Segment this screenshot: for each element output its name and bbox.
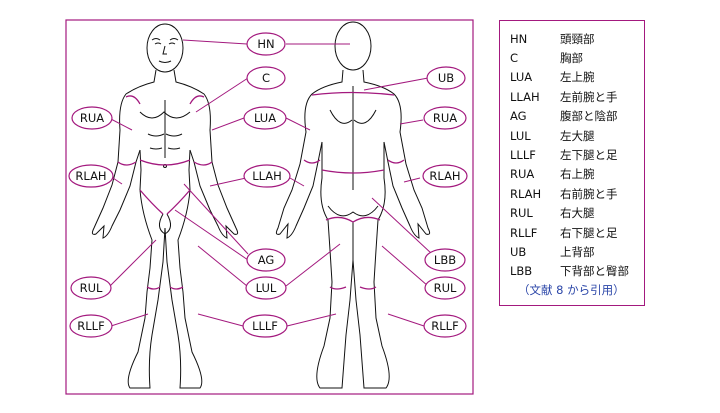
label-oval-rul [70, 276, 112, 300]
legend-row: RLAH 右前腕と手 [510, 184, 644, 203]
legend-code: LUL [510, 128, 531, 143]
label-rlah-back: RLAH [429, 169, 460, 183]
legend-name: 右大腿 [560, 206, 595, 221]
legend-row: C 胸部 [510, 48, 644, 67]
legend-name: 左大腿 [560, 128, 595, 143]
label-oval-lbb [424, 248, 466, 272]
legend-code: LLAH [510, 89, 540, 104]
legend-name: 右前腕と手 [560, 186, 618, 201]
label-lua: LUA [254, 111, 276, 125]
back-region-lines [303, 91, 405, 290]
label-hn: HN [257, 37, 274, 51]
legend-row: AG 腹部と陰部 [510, 107, 644, 126]
label-rul-back: RUL [434, 281, 457, 295]
label-rlah: RLAH [75, 169, 106, 183]
label-rua-back: RUA [433, 111, 457, 125]
legend-code: HN [510, 31, 528, 46]
region-labels: HN C RUA LUA RLAH LLAH AG RUL LUL RLLF L… [68, 32, 468, 338]
label-oval-rul-back [424, 276, 466, 300]
label-lul: LUL [256, 281, 277, 295]
figure-frame [65, 19, 474, 395]
legend-row: LUA 左上腕 [510, 68, 644, 87]
label-c: C [262, 71, 270, 85]
label-oval-rlah [68, 164, 114, 188]
legend-row: UB 上背部 [510, 242, 644, 261]
label-lbb: LBB [434, 253, 456, 267]
label-oval-ub [426, 66, 466, 90]
legend-code: RUL [510, 206, 533, 221]
legend-code: LUA [510, 70, 533, 85]
legend-row: RLLF 右下腿と足 [510, 223, 644, 242]
legend-code: RLAH [510, 186, 542, 201]
label-llah: LLAH [252, 169, 282, 183]
label-oval-ag [246, 248, 286, 272]
label-oval-hn [246, 32, 286, 56]
leader-lines [108, 39, 433, 327]
label-oval-lllf [242, 314, 288, 338]
label-oval-rlah-back [422, 164, 468, 188]
legend-code: AG [510, 109, 527, 124]
legend-code: RUA [510, 167, 535, 182]
legend-box: HN 頭頸部 C 胸部 LUA 左上腕 LLAH 左前腕と手 AG 腹部と陰部 LUL 左大… [499, 20, 645, 306]
legend-row: RUL 右大腿 [510, 204, 644, 223]
label-ub: UB [438, 71, 454, 85]
legend-name: 腹部と陰部 [560, 109, 618, 124]
legend-code: C [510, 51, 519, 66]
label-rllf: RLLF [77, 319, 104, 333]
legend-name: 左上腕 [560, 70, 595, 85]
legend-code: LBB [510, 264, 533, 279]
legend-name: 胸部 [560, 51, 583, 66]
legend-name: 頭頸部 [560, 31, 595, 46]
legend-name: 左下腿と足 [560, 148, 618, 163]
legend-citation: （文献 8 から引用） [518, 283, 625, 298]
label-rua: RUA [80, 111, 104, 125]
front-region-lines [117, 95, 213, 290]
legend-row: LLLF 左下腿と足 [510, 145, 644, 164]
label-oval-rua-back [423, 106, 467, 130]
legend-row: LUL 左大腿 [510, 126, 644, 145]
legend-name: 下背部と臀部 [560, 264, 629, 279]
label-rul: RUL [80, 281, 103, 295]
label-oval-lua [243, 106, 287, 130]
label-rllf-back: RLLF [431, 319, 458, 333]
legend-name: 右下腿と足 [560, 225, 618, 240]
legend-code: UB [510, 244, 527, 259]
legend-name: 右上腕 [560, 167, 595, 182]
label-oval-rllf [69, 314, 113, 338]
legend-name: 上背部 [560, 244, 595, 259]
label-lllf: LLLF [252, 319, 278, 333]
legend-code: LLLF [510, 148, 536, 163]
legend-name: 左前腕と手 [560, 89, 618, 104]
label-oval-rua [71, 106, 113, 130]
legend-row: HN 頭頸部 [510, 29, 644, 48]
front-body [91, 23, 239, 389]
legend-code: RLLF [510, 225, 538, 240]
legend-row: RUA 右上腕 [510, 165, 644, 184]
label-oval-c [246, 66, 286, 90]
label-oval-llah [243, 164, 291, 188]
back-body [275, 21, 431, 389]
label-oval-rllf-back [423, 314, 467, 338]
label-ag: AG [258, 253, 275, 267]
legend-row: LLAH 左前腕と手 [510, 87, 644, 106]
legend-row: LBB 下背部と臀部 [510, 262, 644, 281]
label-oval-lul [245, 276, 287, 300]
